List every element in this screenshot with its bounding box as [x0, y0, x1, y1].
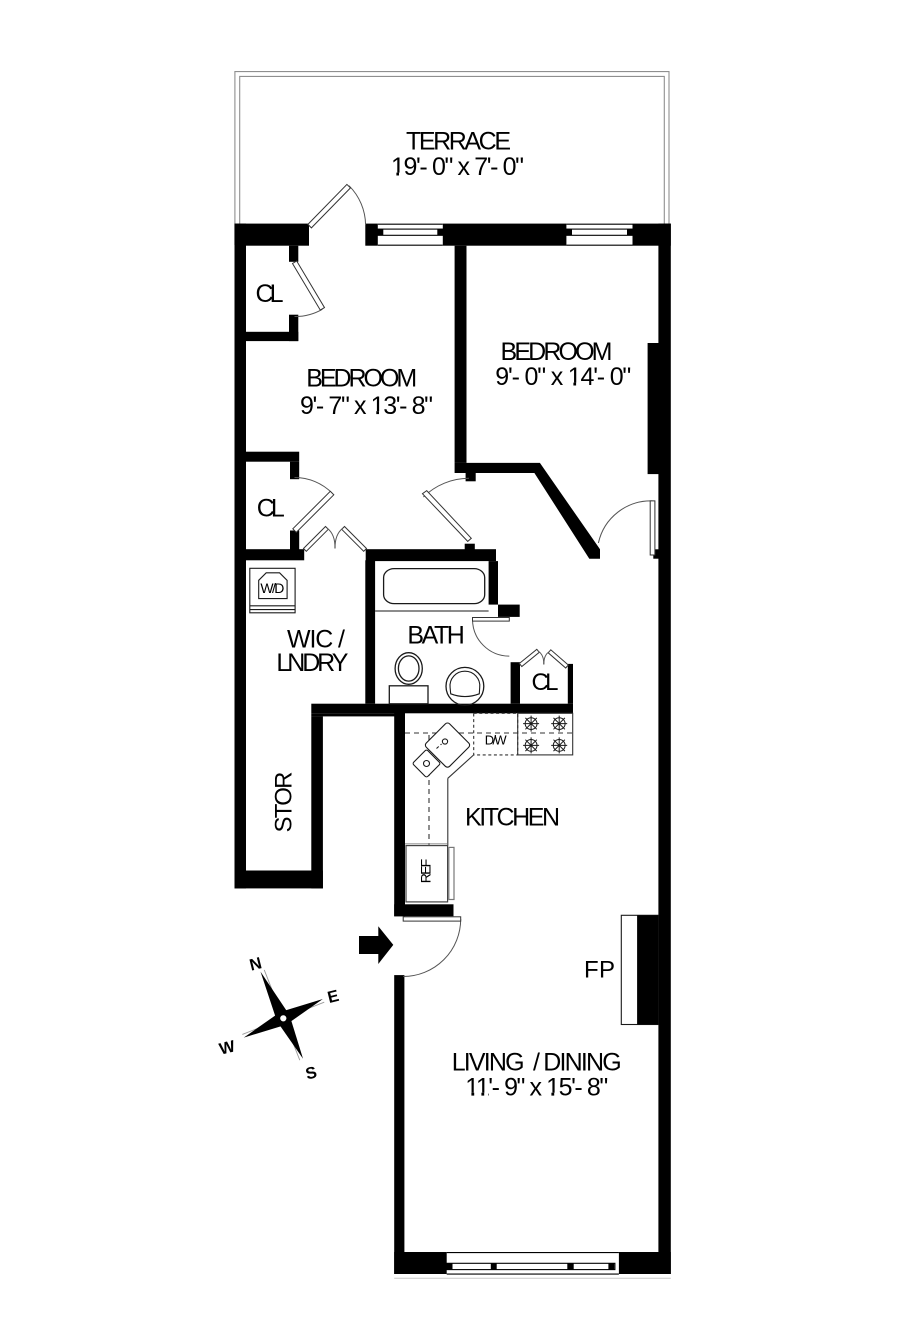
svg-text:W/D: W/D — [260, 580, 284, 596]
svg-text:REF: REF — [418, 859, 434, 884]
svg-text:11'- 9" x 15'- 8": 11'- 9" x 15'- 8" — [465, 1073, 608, 1101]
svg-text:TERRACE: TERRACE — [406, 128, 511, 156]
svg-text:KITCHEN: KITCHEN — [465, 804, 560, 832]
svg-text:19'- 0" x 7'- 0": 19'- 0" x 7'- 0" — [391, 153, 524, 181]
svg-text:BEDROOM: BEDROOM — [306, 364, 417, 392]
svg-text:FP: FP — [584, 957, 615, 984]
svg-text:BATH: BATH — [407, 621, 465, 649]
svg-text:WIC /: WIC / — [287, 626, 345, 654]
svg-text:E: E — [326, 987, 341, 1007]
svg-text:9'- 7" x 13'- 8": 9'- 7" x 13'- 8" — [300, 392, 433, 420]
svg-text:LNDRY: LNDRY — [276, 649, 348, 677]
svg-text:W: W — [218, 1037, 238, 1058]
svg-text:STOR: STOR — [271, 772, 298, 833]
svg-text:BEDROOM: BEDROOM — [501, 338, 613, 366]
svg-text:CL: CL — [256, 280, 284, 308]
svg-text:CL: CL — [257, 495, 285, 523]
svg-text:9'- 0" x 14'- 0": 9'- 0" x 14'- 0" — [495, 363, 631, 391]
svg-text:N: N — [248, 954, 264, 974]
svg-text:CL: CL — [532, 669, 559, 696]
svg-text:S: S — [304, 1063, 319, 1083]
svg-text:D/W: D/W — [485, 733, 508, 748]
svg-text:LIVING / DINING: LIVING / DINING — [452, 1048, 622, 1076]
